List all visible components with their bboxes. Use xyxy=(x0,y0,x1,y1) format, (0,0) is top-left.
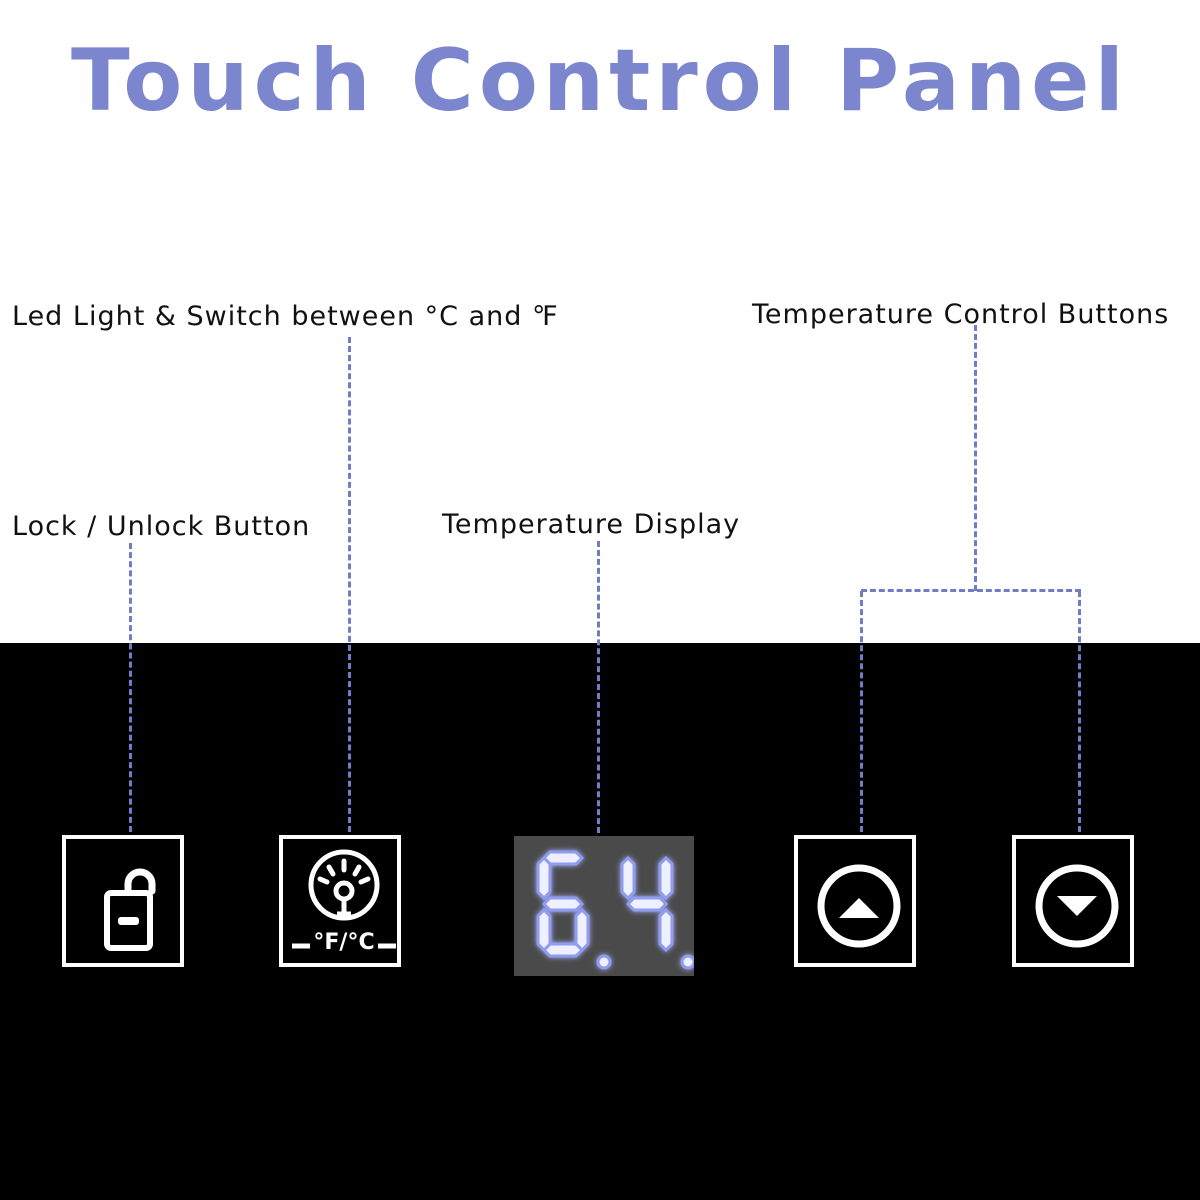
leader-line-down-button xyxy=(1078,591,1081,832)
page-title: Touch Control Panel xyxy=(71,31,1129,131)
decimal-point xyxy=(680,954,696,970)
leader-line-lock xyxy=(129,543,132,832)
label-led-light-unit-switch: Led Light & Switch between °C and ℉ xyxy=(12,301,559,332)
leader-line-display xyxy=(597,541,600,833)
down-arrow-circle-icon xyxy=(1035,864,1119,948)
leader-line-up-button xyxy=(860,591,863,832)
leader-line-temp-control-bracket xyxy=(861,589,1081,592)
up-arrow-circle-icon xyxy=(817,864,901,948)
lock-unlock-button[interactable] xyxy=(62,835,184,967)
label-temperature-display: Temperature Display xyxy=(442,509,741,540)
leader-line-temp-control xyxy=(974,325,977,591)
decimal-point xyxy=(596,954,612,970)
unit-switch-label: °F/°C xyxy=(313,930,375,955)
digit-6-segment-f xyxy=(536,855,552,901)
digit-6-segment-e xyxy=(536,907,552,953)
digit-4-segment-b xyxy=(658,855,674,901)
temperature-down-button[interactable] xyxy=(1012,835,1134,967)
leader-line-unit-switch xyxy=(348,337,351,832)
light-bulb-icon xyxy=(292,849,396,949)
digit-4-segment-f xyxy=(620,855,636,901)
temperature-display xyxy=(514,836,696,976)
seven-segment-digits xyxy=(536,850,696,970)
label-lock-unlock-button: Lock / Unlock Button xyxy=(12,511,311,542)
digit-4-segment-c xyxy=(658,907,674,953)
digit-6-segment-g xyxy=(541,896,585,912)
label-temperature-control-buttons: Temperature Control Buttons xyxy=(752,299,1170,330)
temperature-up-button[interactable] xyxy=(794,835,916,967)
digit-4-segment-g xyxy=(625,896,669,912)
unlock-icon xyxy=(104,868,156,951)
led-light-unit-switch-button[interactable]: °F/°C xyxy=(279,835,401,967)
